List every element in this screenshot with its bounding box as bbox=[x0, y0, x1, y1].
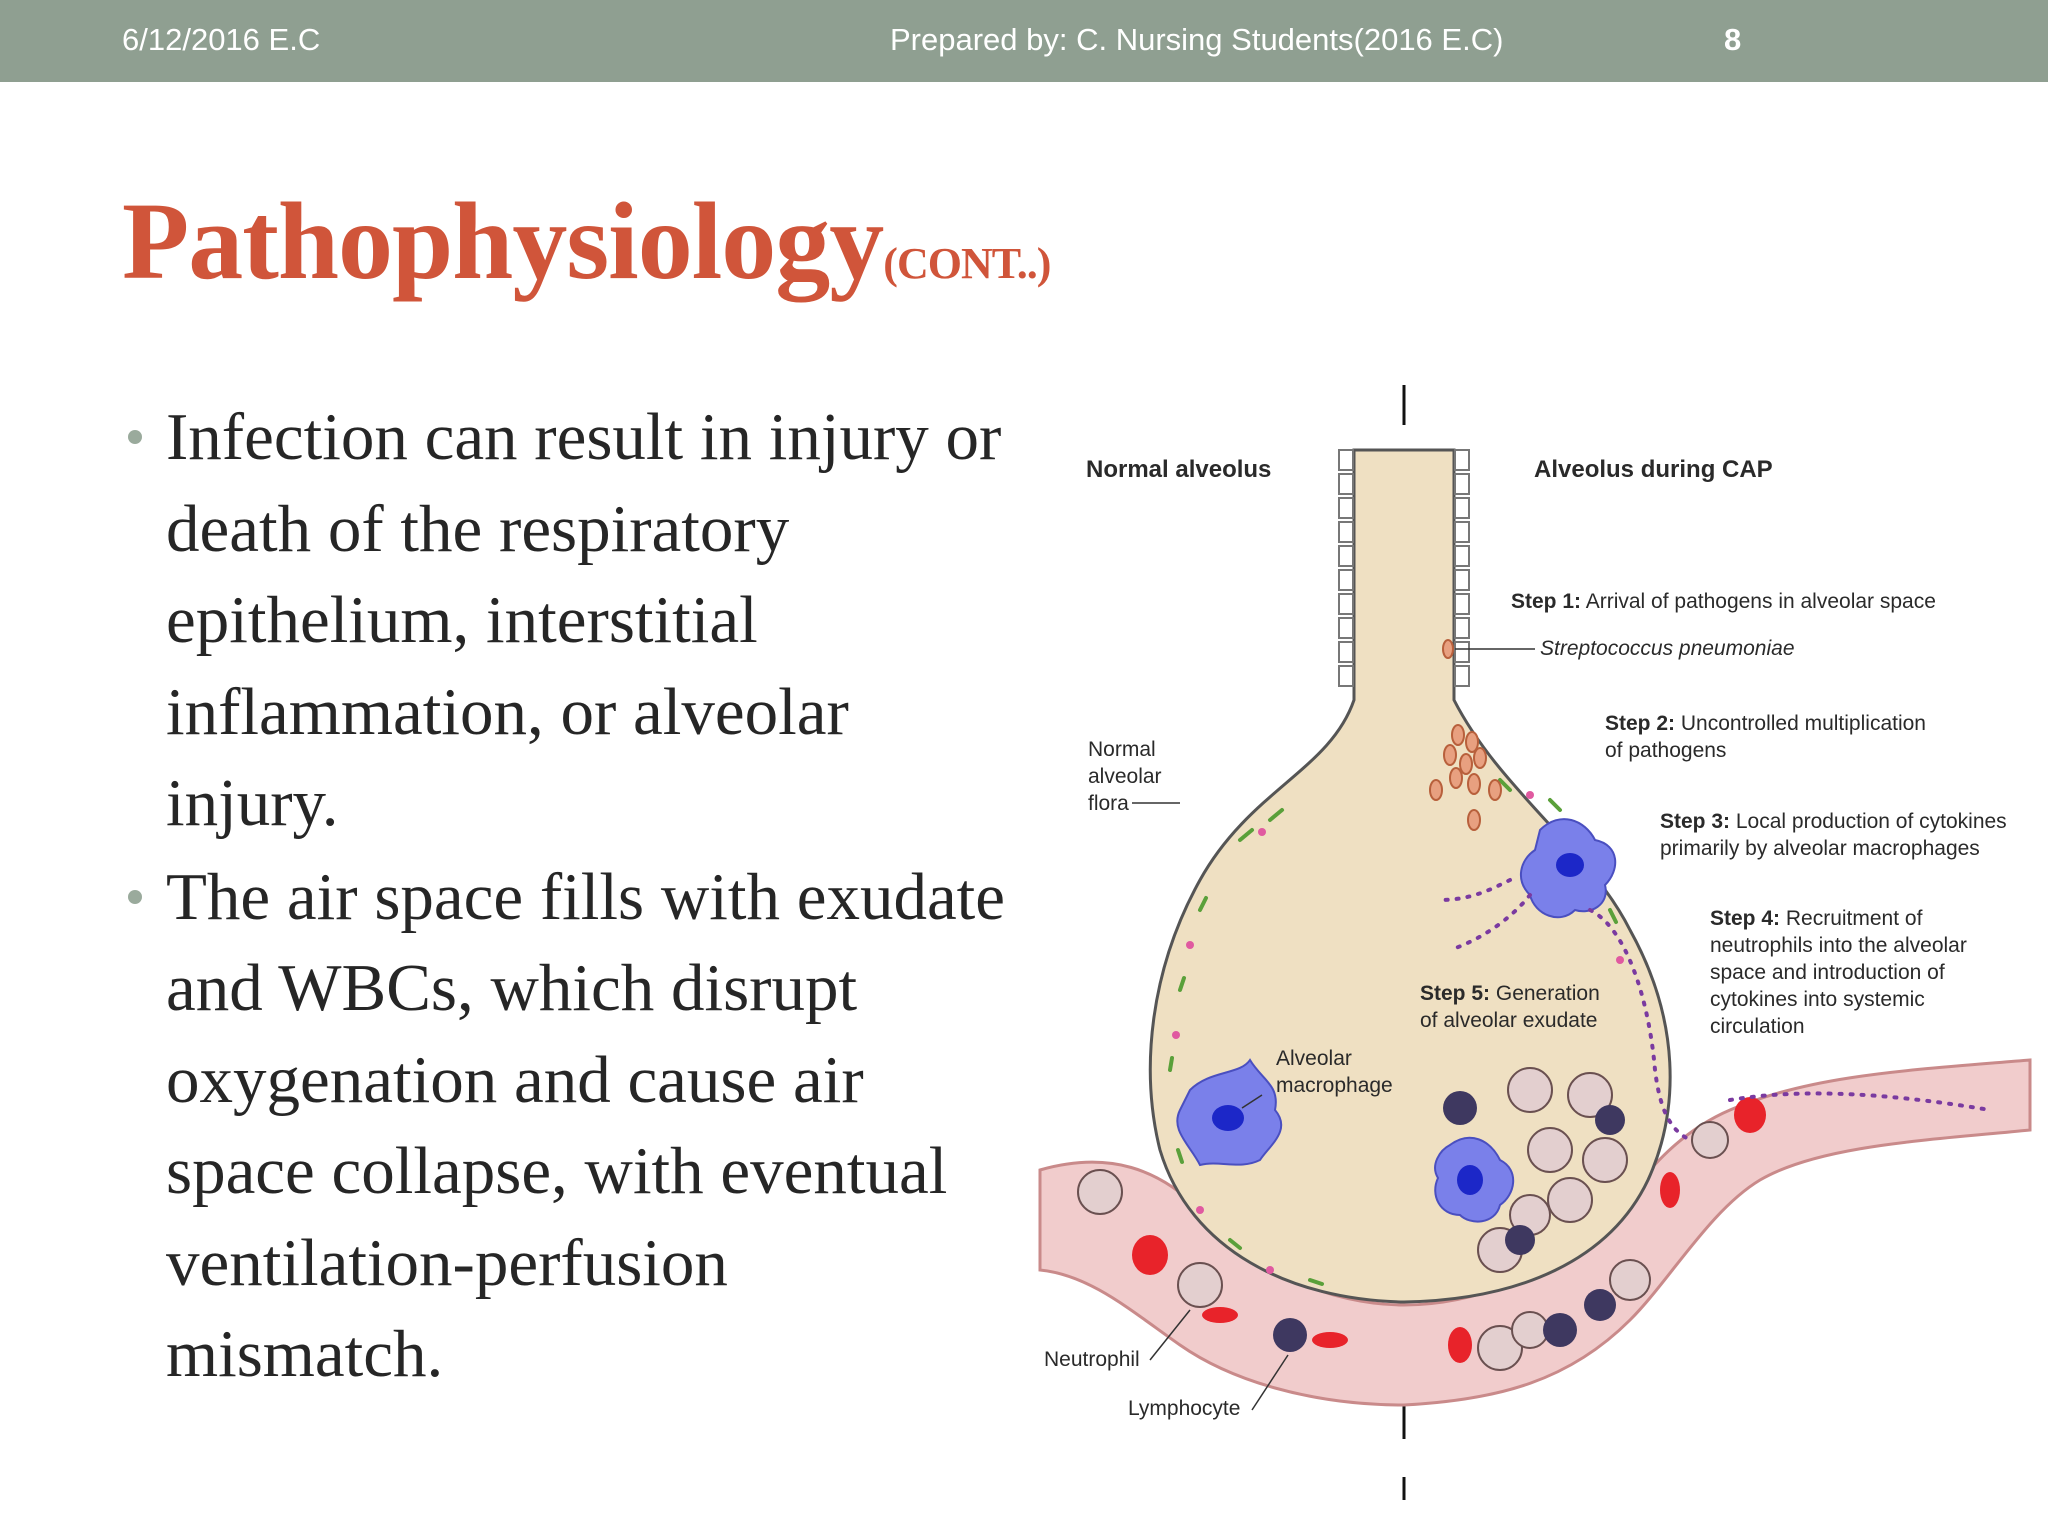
macrophage-cells bbox=[1176, 818, 1617, 1223]
bullet-list: Infection can result in injury or death … bbox=[126, 392, 1006, 1403]
slide-title: Pathophysiology(CONT..) bbox=[122, 178, 1051, 305]
step2-label: Step 2: Uncontrolled multiplication of p… bbox=[1605, 710, 1926, 764]
step2-text: Uncontrolled multiplication of pathogens bbox=[1605, 712, 1926, 762]
alveolar-macrophage-label: Alveolar macrophage bbox=[1276, 1047, 1393, 1097]
vessel-lymphocytes bbox=[1273, 1289, 1616, 1352]
header-date: 6/12/2016 E.C bbox=[122, 22, 321, 57]
step3-tag: Step 3: bbox=[1660, 810, 1731, 833]
alveolus-diagram: Normal alveolus Alveolus during CAP Step… bbox=[1030, 370, 2048, 1510]
heading-normal-alveolus: Normal alveolus bbox=[1086, 456, 1272, 483]
heading-alveolus-cap: Alveolus during CAP bbox=[1534, 456, 1773, 483]
airway-epithelium bbox=[1338, 449, 1470, 687]
step1-tag: Step 1: bbox=[1511, 590, 1582, 613]
strep-label: Streptococcus pneumoniae bbox=[1540, 637, 1795, 660]
step1-text: Arrival of pathogens in alveolar space bbox=[1585, 590, 1936, 613]
bullet-item: Infection can result in injury or death … bbox=[126, 392, 1006, 850]
step5-text: Generation of alveolar exudate bbox=[1420, 982, 1600, 1032]
bullet-dot-icon bbox=[128, 889, 142, 904]
step4-label: Step 4: Recruitment of neutrophils into … bbox=[1710, 905, 1967, 1040]
vessel-neutrophils bbox=[1077, 1121, 1729, 1371]
pathogen-cluster bbox=[1429, 639, 1502, 831]
bullet-text: Infection can result in injury or death … bbox=[166, 400, 1002, 840]
header-prepared-by: Prepared by: C. Nursing Students(2016 E.… bbox=[890, 22, 1504, 57]
neutrophil-label: Neutrophil bbox=[1044, 1348, 1140, 1371]
step5-label: Step 5: Generation of alveolar exudate bbox=[1420, 980, 1600, 1034]
title-suffix: (CONT..) bbox=[883, 239, 1051, 288]
label-leaders bbox=[1132, 648, 1535, 1411]
exudate-lymphocytes bbox=[1443, 1091, 1625, 1255]
header-bar: 6/12/2016 E.C Prepared by: C. Nursing St… bbox=[0, 0, 2048, 82]
bullet-dot-icon bbox=[128, 430, 142, 444]
bullet-text: The air space fills with exudate and WBC… bbox=[166, 859, 1006, 1392]
step3-label: Step 3: Local production of cytokines pr… bbox=[1660, 808, 2007, 862]
normal-flora bbox=[1168, 778, 1618, 1286]
step4-tag: Step 4: bbox=[1710, 907, 1781, 930]
page-number: 8 bbox=[1724, 22, 1742, 57]
step3-text: Local production of cytokines primarily … bbox=[1660, 810, 2007, 860]
step1-label: Step 1: Arrival of pathogens in alveolar… bbox=[1511, 588, 1936, 615]
vessel-rbc bbox=[1132, 1097, 1766, 1363]
step2-tag: Step 2: bbox=[1605, 712, 1676, 735]
cytokine-trails bbox=[1438, 878, 1992, 1142]
step4-text: Recruitment of neutrophils into the alve… bbox=[1710, 907, 1967, 1038]
step5-tag: Step 5: bbox=[1420, 982, 1491, 1005]
lymphocyte-label: Lymphocyte bbox=[1128, 1397, 1241, 1420]
title-main: Pathophysiology bbox=[122, 180, 884, 302]
alveolus-illustration bbox=[1038, 385, 2032, 1500]
bullet-item: The air space fills with exudate and WBC… bbox=[126, 852, 1006, 1401]
normal-flora-label: Normal alveolar flora bbox=[1088, 738, 1162, 815]
